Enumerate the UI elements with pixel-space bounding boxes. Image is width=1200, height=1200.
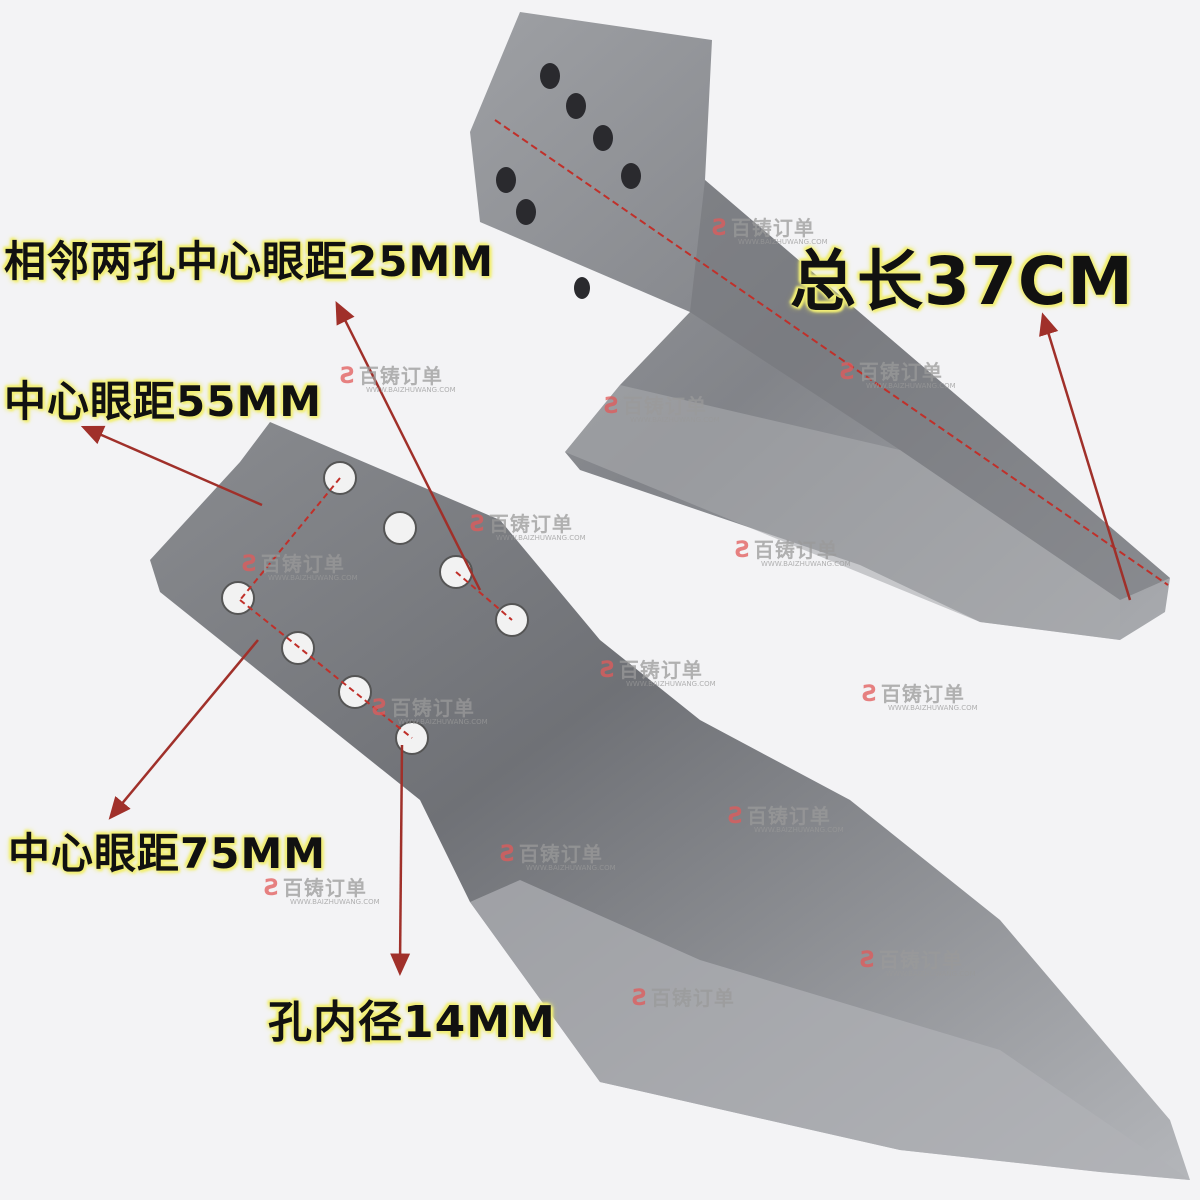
label-total-length: 总长37CM: [790, 243, 1134, 320]
watermark-brand: 百铸订单: [746, 804, 831, 828]
watermark-brand: 百铸订单: [622, 394, 707, 418]
watermark-url: WWW.BAIZHUWANG.COM: [496, 534, 586, 542]
watermark-brand: 百铸订单: [260, 552, 345, 576]
arrow-55mm: [80, 425, 263, 507]
watermark-url: WWW.BAIZHUWANG.COM: [888, 704, 978, 712]
watermark-brand: 百铸订单: [518, 842, 603, 866]
bottom-blade: [150, 422, 1190, 1180]
watermark-brand: 百铸订单: [730, 216, 815, 240]
watermark-brand: 百铸订单: [488, 512, 573, 536]
watermark-brand: 百铸订单: [880, 682, 965, 706]
arrow-75mm: [108, 639, 259, 820]
watermark-brand: 百铸订单: [282, 876, 367, 900]
arrow-14mm: [390, 744, 411, 976]
watermark-url: WWW.BAIZHUWANG.COM: [886, 970, 976, 978]
label-adjacent-hole-spacing: 相邻两孔中心眼距25MM: [4, 237, 495, 286]
watermark-url: WWW.BAIZHUWANG.COM: [754, 826, 844, 834]
annotation-arrows: [80, 301, 1132, 976]
mounting-holes: [496, 63, 641, 299]
watermark-url: WWW.BAIZHUWANG.COM: [268, 574, 358, 582]
watermark-url: WWW.BAIZHUWANG.COM: [738, 238, 828, 246]
watermark-url: WWW.BAIZHUWANG.COM: [626, 680, 716, 688]
watermark-brand: 百铸订单: [358, 364, 443, 388]
label-center-spacing-55: 中心眼距55MM: [4, 377, 323, 426]
watermark-url: WWW.BAIZHUWANG.COM: [526, 864, 616, 872]
watermark-url: WWW.BAIZHUWANG.COM: [866, 382, 956, 390]
watermark-brand: 百铸订单: [650, 986, 735, 1010]
watermark-brand: 百铸订单: [858, 360, 943, 384]
watermark-url: WWW.BAIZHUWANG.COM: [366, 386, 456, 394]
label-hole-diameter: 孔内径14MM: [268, 997, 556, 1048]
watermark-brand: 百铸订单: [618, 658, 703, 682]
watermark-url: WWW.BAIZHUWANG.COM: [630, 416, 720, 424]
top-blade: [470, 12, 1170, 640]
watermark-brand: 百铸订单: [390, 696, 475, 720]
watermark-url: WWW.BAIZHUWANG.COM: [398, 718, 488, 726]
arrow-25mm: [335, 301, 482, 591]
label-center-spacing-75: 中心眼距75MM: [8, 829, 327, 878]
watermark-brand: 百铸订单: [753, 538, 838, 562]
watermark-url: WWW.BAIZHUWANG.COM: [761, 560, 851, 568]
arrow-37cm: [1039, 312, 1132, 601]
watermark-url: WWW.BAIZHUWANG.COM: [290, 898, 380, 906]
watermark-brand: 百铸订单: [878, 948, 963, 972]
